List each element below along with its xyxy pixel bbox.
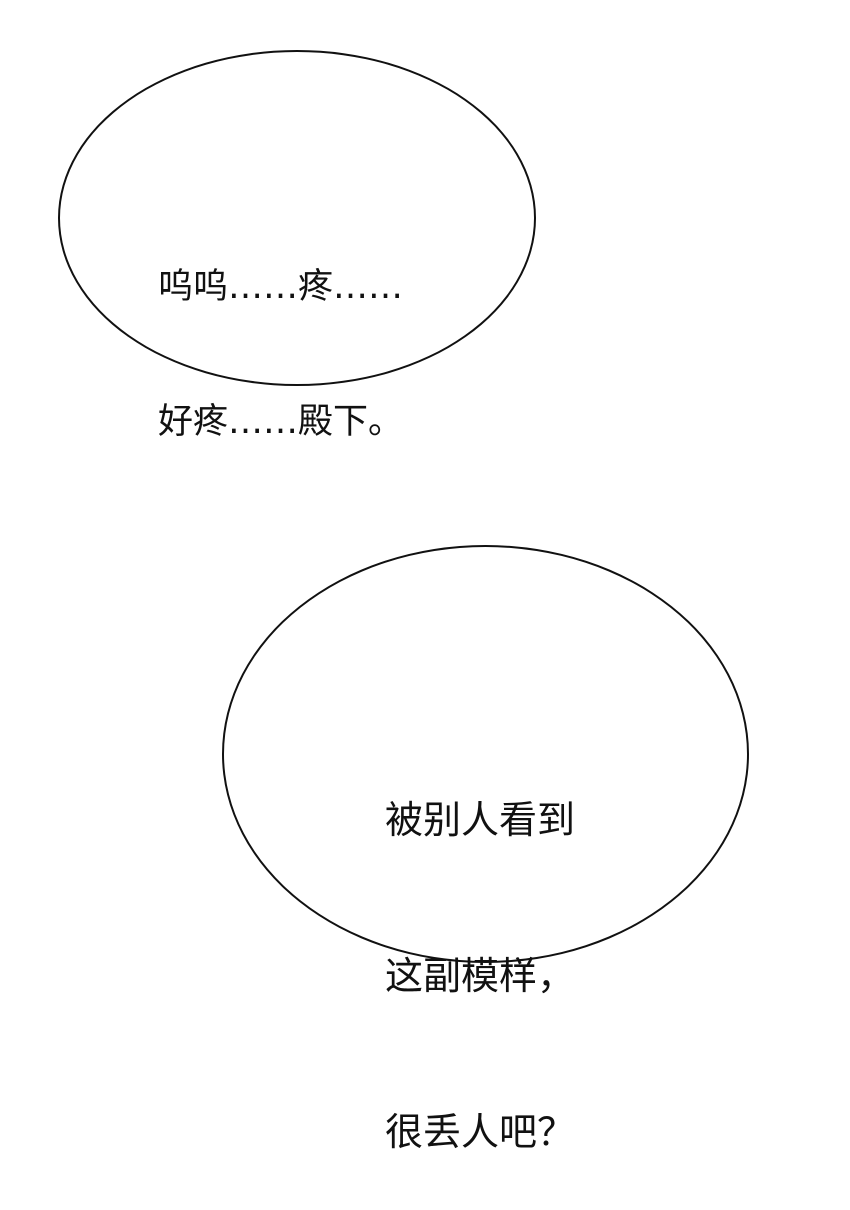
bubble-2-line-2: 这副模样，: [385, 954, 576, 998]
bubble-1-line-2: 好疼……殿下。: [158, 402, 404, 442]
speech-bubble-2-text: 被别人看到 这副模样， 很丢人吧？: [385, 690, 575, 1210]
bubble-1-line-1: 呜呜……疼……: [158, 267, 404, 307]
speech-bubble-1: [58, 50, 536, 386]
bubble-2-line-1: 被别人看到: [385, 798, 576, 842]
bubble-2-line-3: 很丢人吧？: [385, 1110, 576, 1154]
speech-bubble-2: [222, 545, 749, 963]
speech-bubble-1-text: 呜呜……疼…… 好疼……殿下。: [158, 175, 403, 490]
